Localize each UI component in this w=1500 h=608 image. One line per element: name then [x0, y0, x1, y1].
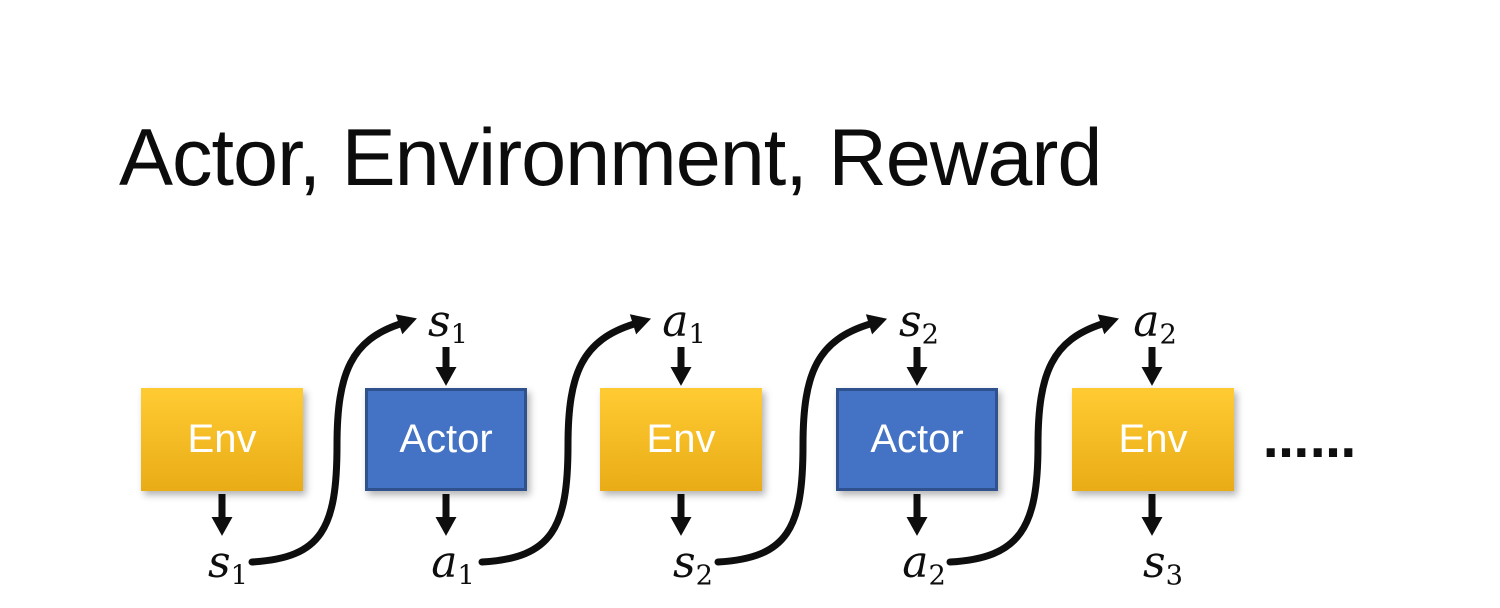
actor-box-1: Actor	[365, 388, 527, 491]
top-label-s2-sub: 2	[921, 319, 939, 351]
bottom-label-s3-base: s	[1143, 537, 1166, 588]
bottom-label-a2: a2	[902, 541, 946, 590]
bottom-label-a2-base: a	[902, 537, 929, 588]
top-label-s2-base: s	[899, 296, 922, 347]
bottom-label-a2-sub: 2	[928, 560, 946, 592]
ellipsis: ……	[1263, 414, 1357, 468]
env-box-1: Env	[141, 388, 303, 491]
env-box-1-label: Env	[187, 417, 257, 461]
top-label-s1: s1	[428, 300, 468, 349]
bottom-label-s2: s2	[673, 541, 713, 590]
top-label-a1: a1	[662, 300, 706, 349]
bottom-label-s1: s1	[208, 541, 248, 590]
bottom-label-s2-base: s	[673, 537, 696, 588]
actor-box-2-label: Actor	[870, 417, 964, 461]
top-label-s2: s2	[899, 300, 939, 349]
actor-box-1-label: Actor	[399, 417, 493, 461]
env-box-3: Env	[1072, 388, 1234, 491]
top-label-a2-sub: 2	[1159, 319, 1177, 351]
actor-box-2: Actor	[836, 388, 998, 491]
bottom-label-a1-base: a	[431, 537, 458, 588]
top-label-s1-sub: 1	[450, 319, 468, 351]
top-label-a2-base: a	[1133, 296, 1160, 347]
env-box-2-label: Env	[646, 417, 716, 461]
bottom-label-s3-sub: 3	[1165, 560, 1183, 592]
bottom-label-s2-sub: 2	[695, 560, 713, 592]
bottom-label-s1-sub: 1	[230, 560, 248, 592]
bottom-label-a1-sub: 1	[457, 560, 475, 592]
top-label-a2: a2	[1133, 300, 1177, 349]
top-label-a1-base: a	[662, 296, 689, 347]
top-label-a1-sub: 1	[688, 319, 706, 351]
slide-title: Actor, Environment, Reward	[119, 113, 1102, 203]
top-label-s1-base: s	[428, 296, 451, 347]
env-box-3-label: Env	[1118, 417, 1188, 461]
env-box-2: Env	[600, 388, 762, 491]
bottom-label-a1: a1	[431, 541, 475, 590]
bottom-label-s1-base: s	[208, 537, 231, 588]
bottom-label-s3: s3	[1143, 541, 1183, 590]
